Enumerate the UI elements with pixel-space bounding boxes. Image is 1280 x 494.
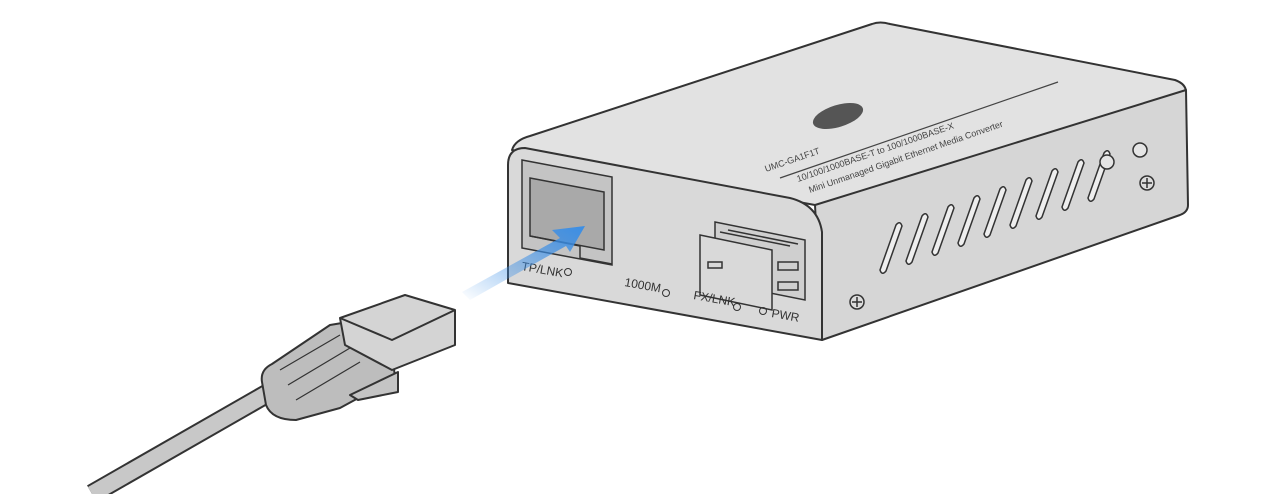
vent-slot [931,204,955,256]
vent-slots [879,150,1111,274]
brand-logo-icon [812,103,864,129]
status-hole [1099,154,1115,170]
fx-lnk-led [733,303,741,311]
vent-slot [1009,177,1033,229]
screw-icon [849,294,865,310]
vent-slot [1061,159,1085,211]
sfp-port [699,221,806,311]
device-right-face [814,89,1189,341]
rj45-cable-icon [87,294,456,494]
tp-lnk-led [564,268,572,276]
pwr-label: PWR [770,306,800,325]
vent-slot [879,222,903,274]
vent-slot [1035,168,1059,220]
screw-icon [1139,175,1155,191]
insert-arrow-icon [462,226,585,300]
vent-slot [905,213,929,265]
vent-slot [957,195,981,247]
rj45-port [521,159,613,266]
pwr-led [759,307,767,315]
vent-slot [983,186,1007,238]
status-hole [1132,142,1148,158]
speed-led [662,289,670,297]
speed-label: 1000M [623,275,662,295]
